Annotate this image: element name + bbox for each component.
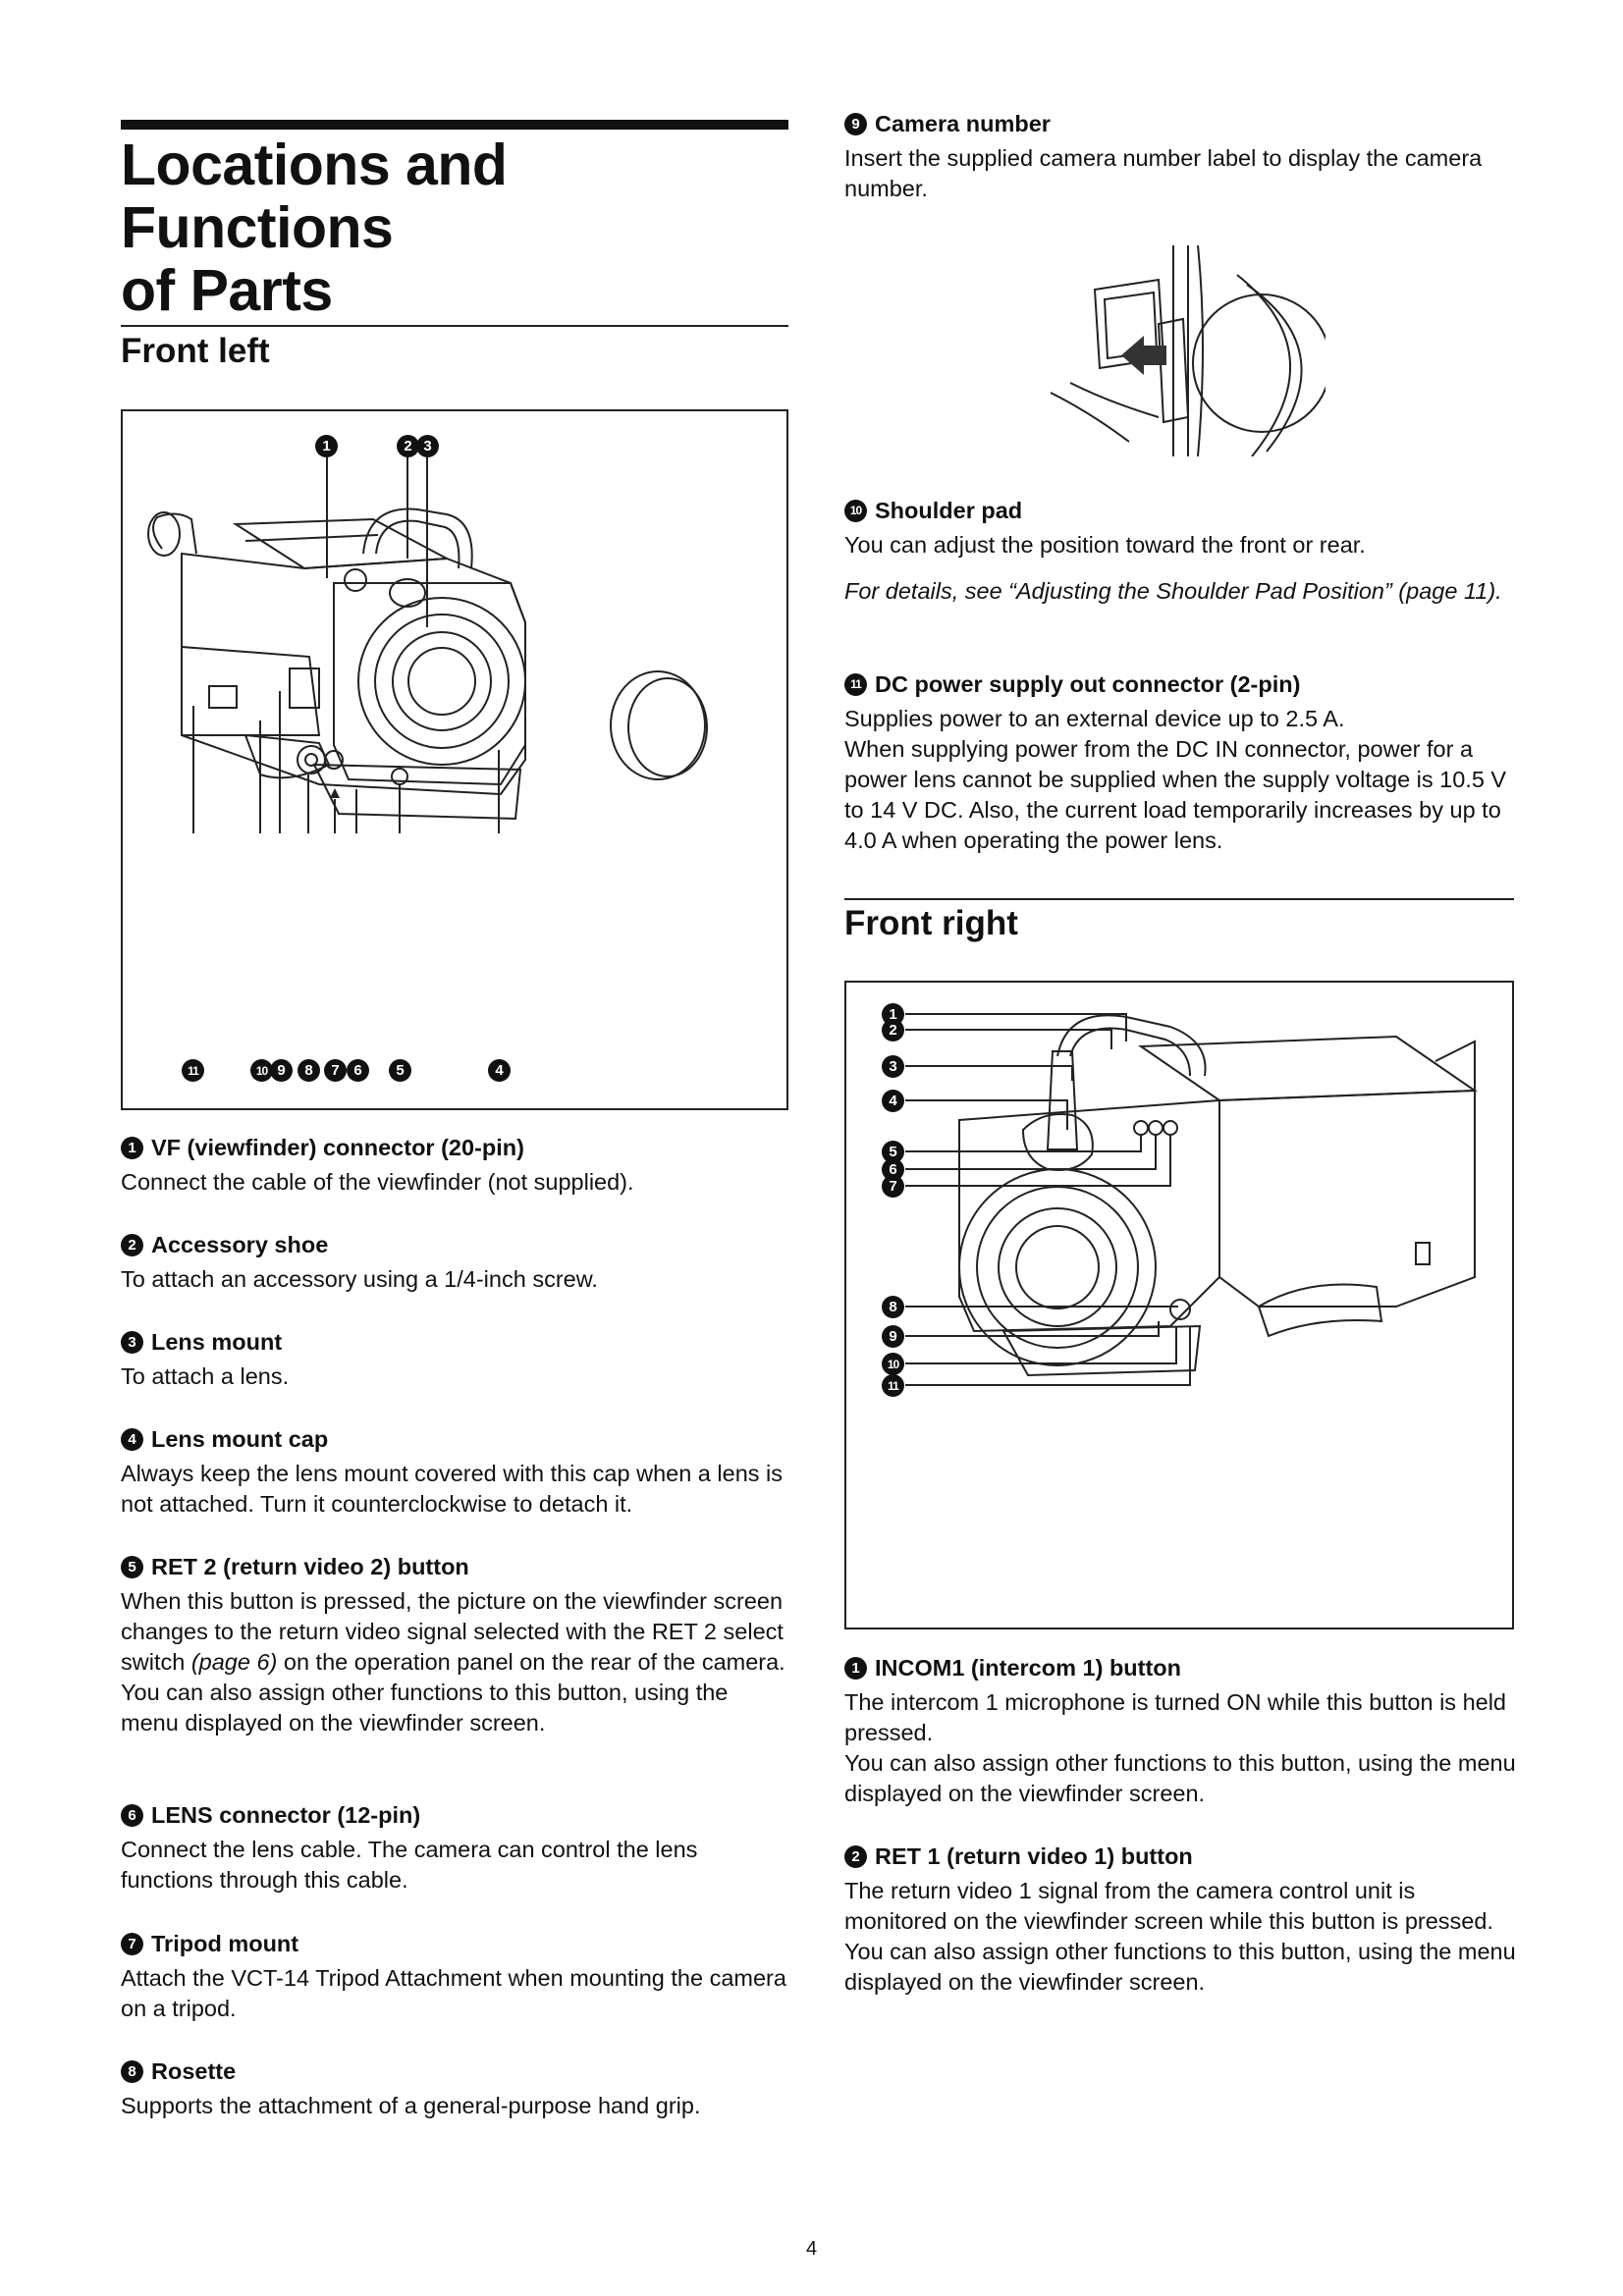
camera-number-illustration <box>1050 244 1331 457</box>
front-left-figure: 1 2 3 11 10 9 8 7 6 5 4 <box>121 409 788 1110</box>
page-number: 4 <box>805 2238 818 2260</box>
camera-front-left-illustration <box>147 448 708 833</box>
callout-2: 2 <box>397 435 419 457</box>
callout-7: 7 <box>882 1175 904 1198</box>
callout-5: 5 <box>882 1141 904 1163</box>
front-right-figure: 1 2 3 4 5 6 7 8 9 10 11 <box>844 981 1514 1629</box>
callout-8: 8 <box>882 1296 904 1318</box>
callout-7: 7 <box>324 1059 347 1082</box>
callout-9: 9 <box>270 1059 293 1082</box>
callout-8: 8 <box>298 1059 320 1082</box>
callout-9: 9 <box>882 1325 904 1348</box>
section-rule-front-left <box>121 325 788 327</box>
section-heading-front-right: Front right <box>844 904 1018 942</box>
callout-5: 5 <box>389 1059 411 1082</box>
callout-10: 10 <box>250 1059 273 1082</box>
callout-4: 4 <box>488 1059 511 1082</box>
section-heading-front-left: Front left <box>121 332 270 370</box>
title-rule <box>121 120 788 130</box>
callout-10: 10 <box>882 1353 904 1375</box>
callout-11: 11 <box>182 1059 204 1082</box>
callout-6: 6 <box>347 1059 369 1082</box>
callout-3: 3 <box>882 1055 904 1078</box>
callout-3: 3 <box>416 435 439 457</box>
callout-2: 2 <box>882 1019 904 1041</box>
callout-4: 4 <box>882 1090 904 1112</box>
section-rule-front-right <box>844 898 1514 900</box>
camera-front-right-illustration <box>905 1013 1479 1386</box>
callout-11: 11 <box>882 1374 904 1397</box>
page-reference: (page 6) <box>190 1649 278 1675</box>
callout-1: 1 <box>315 435 338 457</box>
page-title: Locations and Functions of Parts <box>121 133 508 323</box>
